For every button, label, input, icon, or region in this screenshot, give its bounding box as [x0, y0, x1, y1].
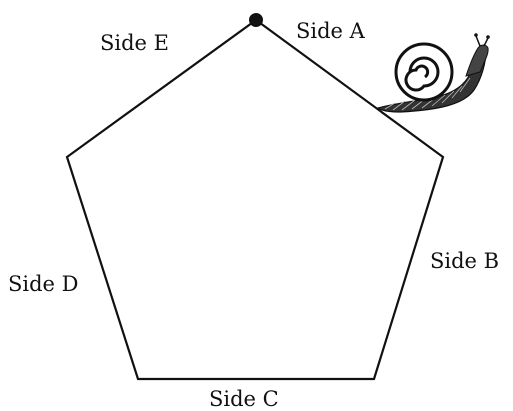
side-b-label: Side B — [430, 249, 499, 273]
side-d-label: Side D — [8, 272, 79, 296]
pentagon-outline — [65, 18, 445, 381]
side-e-label: Side E — [100, 31, 169, 55]
side-c-label: Side C — [209, 387, 279, 411]
snail-icon — [376, 33, 490, 113]
vertex-dot-icon — [249, 13, 263, 27]
side-a-label: Side A — [296, 19, 366, 43]
